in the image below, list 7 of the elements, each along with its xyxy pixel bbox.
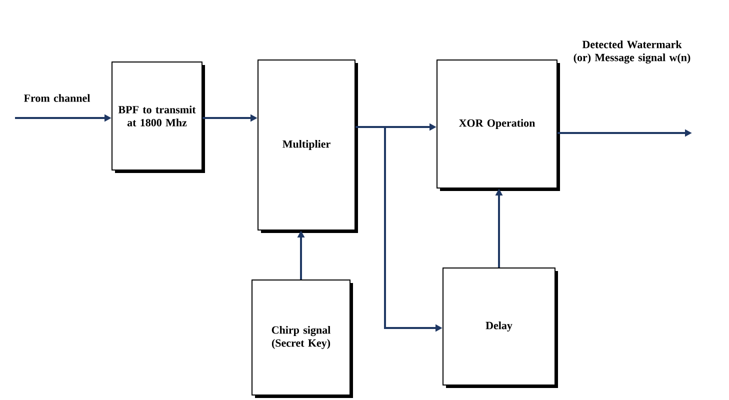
process-box: Chirp signal (Secret Key) bbox=[252, 280, 353, 398]
process-box: Multiplier bbox=[258, 60, 358, 233]
process-box: BPF to transmit at 1800 Mhz bbox=[112, 62, 205, 173]
process-box: XOR Operation bbox=[436, 60, 560, 191]
label-text: Detected Watermark (or) Message signal w(n) bbox=[574, 40, 690, 64]
process-box: Delay bbox=[442, 268, 558, 388]
label-text: From channel bbox=[24, 94, 90, 102]
